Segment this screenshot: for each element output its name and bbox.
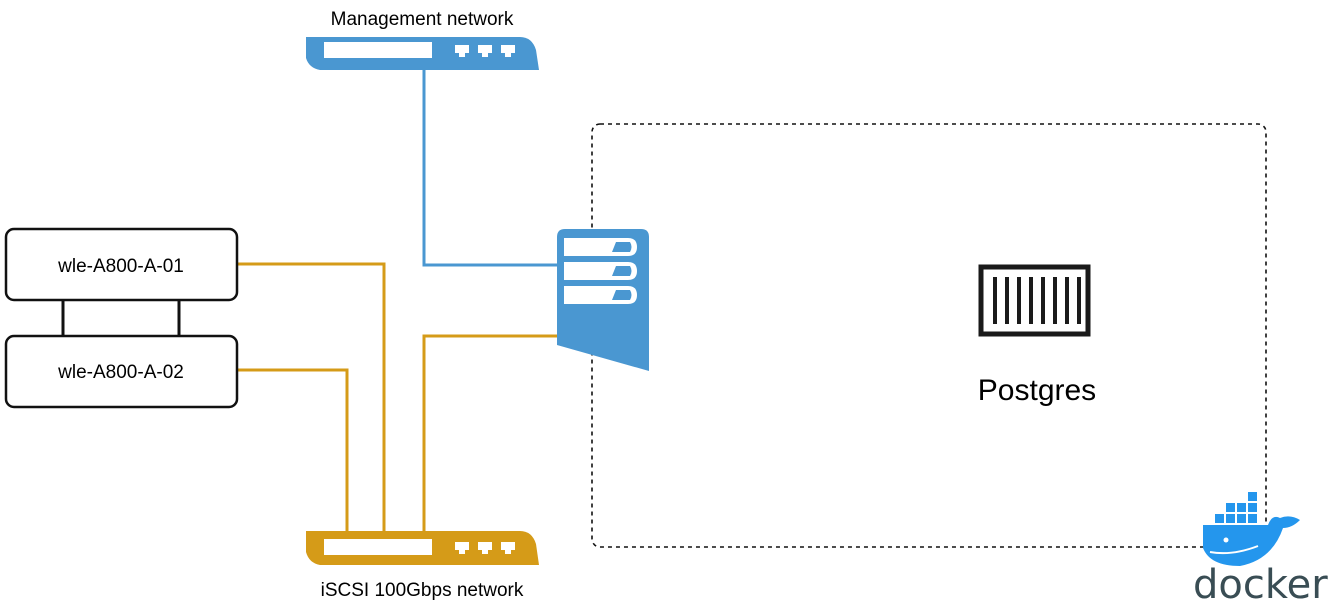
docker-host-boundary [591, 123, 1267, 548]
node-a800-01[interactable]: wle-A800-A-01 [4, 227, 239, 302]
iscsi-link-server [422, 334, 557, 531]
server-icon[interactable] [557, 229, 649, 371]
node-a800-02[interactable]: wle-A800-A-02 [4, 334, 239, 409]
iscsi-network-label: iSCSI 100Gbps network [321, 580, 524, 601]
node-02-label: wle-A800-A-02 [57, 362, 184, 383]
container-name-label: Postgres [978, 374, 1096, 407]
management-network-label: Management network [331, 9, 514, 30]
iscsi-link-node01 [237, 262, 386, 531]
management-link [422, 70, 557, 267]
node-01-label: wle-A800-A-01 [57, 256, 184, 277]
iscsi-switch-icon[interactable] [306, 531, 539, 565]
management-switch-icon[interactable] [306, 37, 539, 70]
docker-logo: docker [1193, 492, 1328, 605]
container-icon [978, 264, 1091, 337]
iscsi-link-node02 [237, 368, 349, 531]
docker-logo-text: docker [1193, 562, 1328, 605]
